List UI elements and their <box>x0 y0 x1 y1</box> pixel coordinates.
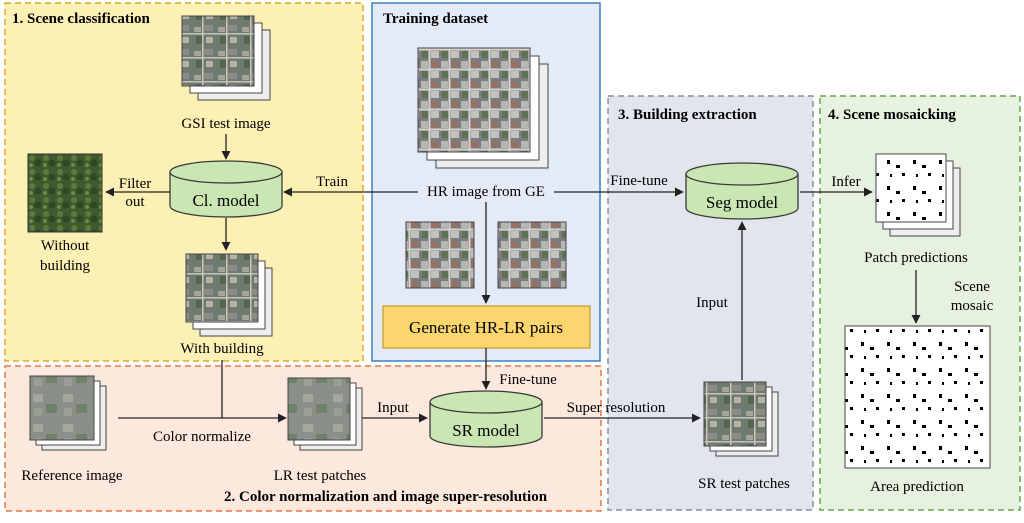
patch-predictions-stack <box>875 153 961 237</box>
edge-label-color-normalize: Color normalize <box>153 429 251 445</box>
edge-label-infer: Infer <box>831 174 860 190</box>
lr-pair-image <box>497 221 567 289</box>
panel-title-building-extraction: 3. Building extraction <box>618 107 757 123</box>
edge-label-input-sr: Input <box>377 400 409 416</box>
area-prediction-image <box>844 325 991 469</box>
sr-model-label: SR model <box>452 421 520 440</box>
gsi-test-image-stack <box>181 15 271 101</box>
cl-model: Cl. model <box>169 160 283 218</box>
reference-image-label: Reference image <box>21 468 123 484</box>
panel-title-scene-classification: 1. Scene classification <box>12 11 151 27</box>
edge-label-scene-mosaic-2: mosaic <box>951 298 994 314</box>
edge-label-scene-mosaic-1: Scene <box>954 279 990 295</box>
panel-title-scene-mosaicking: 4. Scene mosaicking <box>828 107 956 123</box>
edge-label-super-resolution: Super resolution <box>567 400 666 416</box>
seg-model-label: Seg model <box>706 193 779 212</box>
hr-pair-image <box>405 221 475 289</box>
sr-model: SR model <box>429 390 543 448</box>
edge-label-finetune-seg: Fine-tune <box>610 173 668 189</box>
reference-image-stack <box>29 375 107 451</box>
sr-test-patches-stack <box>703 381 779 457</box>
sr-test-patches-label: SR test patches <box>698 476 790 492</box>
generate-hr-lr-pairs-label: Generate HR-LR pairs <box>409 318 563 337</box>
seg-model: Seg model <box>685 162 799 220</box>
cl-model-label: Cl. model <box>192 191 259 210</box>
with-building-label: With building <box>180 341 264 357</box>
with-building-image-stack <box>185 253 273 337</box>
arrows <box>105 134 921 423</box>
lr-test-patches-label: LR test patches <box>274 468 367 484</box>
hr-ge-label: HR image from GE <box>427 184 545 200</box>
panel-title-color-norm-sr: 2. Color normalization and image super-r… <box>224 489 548 505</box>
panel-title-training-dataset: Training dataset <box>383 11 488 27</box>
without-building-label-2: building <box>40 258 91 274</box>
area-prediction-label: Area prediction <box>870 479 964 495</box>
generate-hr-lr-pairs-box: Generate HR-LR pairs <box>382 305 591 349</box>
edge-label-filter-1: Filter <box>119 176 152 192</box>
without-building-label-1: Without <box>41 238 90 254</box>
hr-ge-image-stack <box>417 47 549 169</box>
edge-label-train: Train <box>316 174 348 190</box>
gsi-test-image-label: GSI test image <box>181 116 270 132</box>
edge-label-finetune-sr: Fine-tune <box>499 372 557 388</box>
patch-predictions-label: Patch predictions <box>864 250 968 266</box>
without-building-image <box>27 153 103 233</box>
lr-test-patches-stack <box>287 377 363 451</box>
edge-label-input-seg: Input <box>696 295 728 311</box>
edge-label-filter-2: out <box>125 194 145 210</box>
